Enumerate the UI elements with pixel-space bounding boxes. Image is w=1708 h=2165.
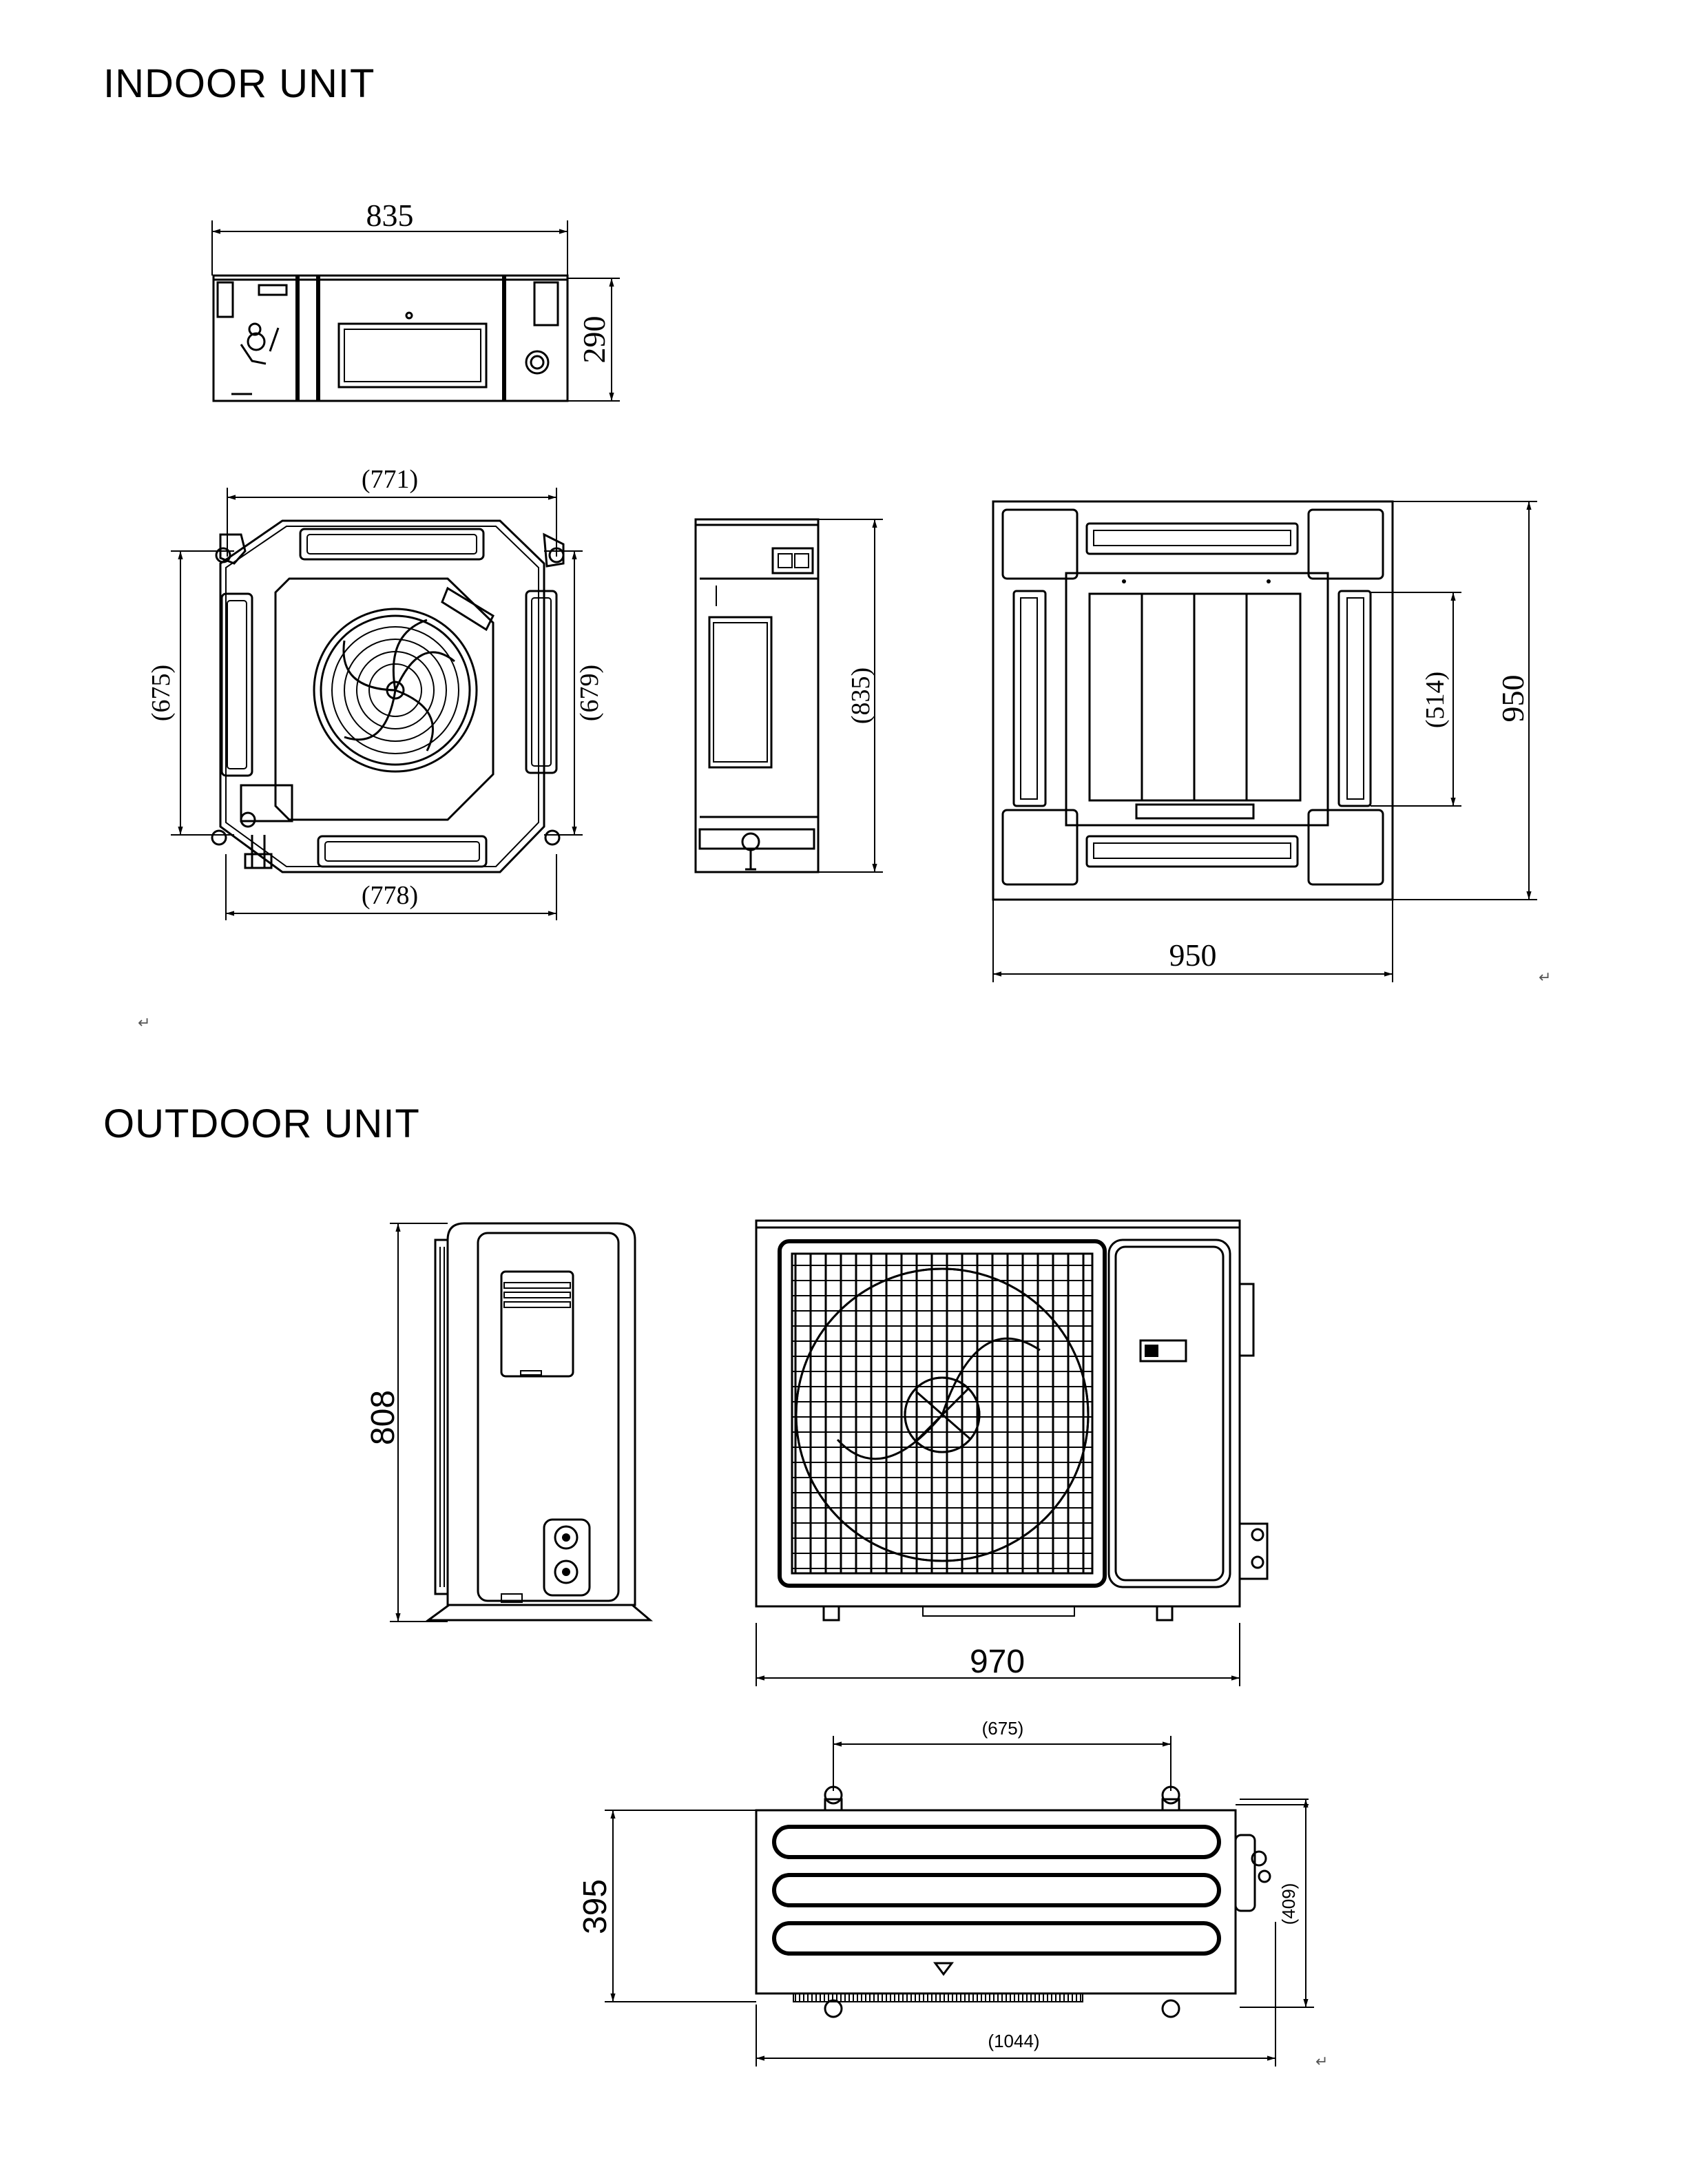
outdoor-top-view: (675) 395 (409) (1044) bbox=[577, 1718, 1314, 2066]
dim-indoor-panel-inner: (514) bbox=[1421, 672, 1450, 728]
dim-outdoor-side-height: 808 bbox=[365, 1390, 402, 1445]
dim-outdoor-top-depth: 395 bbox=[577, 1879, 614, 1934]
indoor-side-view: 835 290 bbox=[211, 198, 620, 402]
outdoor-unit-heading: OUTDOOR UNIT bbox=[103, 1101, 420, 1146]
indoor-bottom-view: (771) (675) (679) (778) bbox=[147, 465, 604, 920]
return-mark: ↵ bbox=[1539, 969, 1551, 986]
indoor-panel-view: (514) 950 950 bbox=[992, 500, 1537, 982]
indoor-profile-view: (835) bbox=[694, 518, 883, 873]
dim-indoor-side-height: 290 bbox=[576, 316, 612, 364]
return-mark: ↵ bbox=[1315, 2053, 1328, 2071]
return-mark: ↵ bbox=[138, 1015, 150, 1032]
outdoor-side-view: 808 bbox=[365, 1222, 654, 1622]
dim-indoor-bottom-top: (771) bbox=[362, 465, 418, 494]
dim-indoor-side-width: 835 bbox=[366, 198, 414, 233]
dim-indoor-bottom-right: (679) bbox=[575, 665, 604, 721]
dim-indoor-profile-height: (835) bbox=[846, 667, 875, 724]
dim-indoor-panel-width: 950 bbox=[1169, 938, 1217, 973]
dim-indoor-panel-height: 950 bbox=[1495, 675, 1530, 723]
dim-indoor-bottom-bottom: (778) bbox=[362, 881, 418, 910]
outdoor-front-view: 970 bbox=[755, 1219, 1269, 1686]
dim-indoor-bottom-left: (675) bbox=[147, 665, 176, 721]
dim-outdoor-top-overall: (1044) bbox=[988, 2031, 1039, 2051]
dim-outdoor-front-width: 970 bbox=[970, 1644, 1025, 1680]
indoor-unit-heading: INDOOR UNIT bbox=[103, 61, 375, 106]
dim-outdoor-mount-width: (675) bbox=[982, 1718, 1024, 1739]
dim-outdoor-top-depth-right: (409) bbox=[1278, 1883, 1299, 1925]
